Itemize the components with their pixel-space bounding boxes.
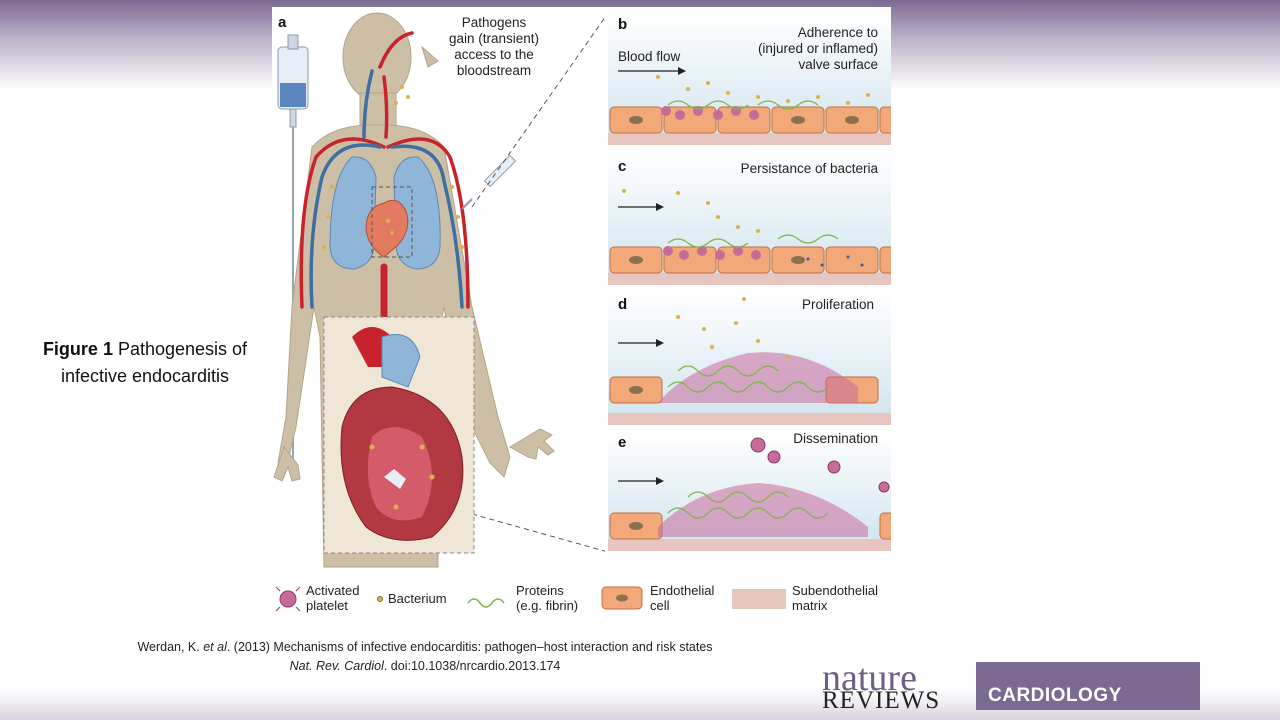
legend-platelet-line-1: Activated [306, 583, 359, 598]
legend-protein-line-2: (e.g. fibrin) [516, 598, 578, 613]
panel-b-letter: b [618, 16, 627, 33]
panel-a-caption-line-3: access to the [454, 47, 534, 62]
panel-e: e Dissemination [608, 431, 891, 551]
panel-a-caption-line-1: Pathogens [462, 15, 527, 30]
heart-icon [365, 199, 409, 258]
citation-doi: . doi:10.1038/nrcardio.2013.174 [383, 659, 561, 673]
panel-e-letter: e [618, 434, 626, 451]
endothelial-cell-icon [601, 586, 643, 610]
panel-d: d Proliferation [608, 291, 891, 425]
panel-c: c Persistance of bacteria [608, 151, 891, 285]
legend-endothelial-line-2: cell [650, 598, 670, 613]
legend-matrix-line-2: matrix [792, 598, 828, 613]
figure: a Pathogens gain (transient) access to t… [272, 7, 891, 621]
citation-journal: Nat. Rev. Cardiol [289, 659, 384, 673]
panel-c-letter: c [618, 158, 626, 175]
syringe-icon [461, 154, 517, 210]
heart-detail-inset [323, 316, 475, 554]
citation-title: . (2013) Mechanisms of infective endocar… [226, 640, 713, 654]
panel-a-illustration: a Pathogens gain (transient) access to t… [272, 7, 605, 621]
citation-line-2: Nat. Rev. Cardiol. doi:10.1038/nrcardio.… [60, 657, 790, 676]
citation: Werdan, K. et al. (2013) Mechanisms of i… [60, 638, 790, 676]
panel-d-letter: d [618, 296, 627, 313]
slide-title-text: Pathogenesis of infective endocarditis [60, 339, 248, 386]
nature-reviews-cardiology-logo: nature REVIEWS CARDIOLOGY [820, 657, 1200, 714]
slide-title-bold: Figure 1 [42, 339, 113, 359]
logo-wordmark: nature REVIEWS [820, 657, 972, 714]
legend-bacterium: Bacterium [388, 591, 447, 606]
panel-b-caption-line-1: Adherence to [798, 25, 878, 40]
protein-icon [467, 598, 505, 608]
lungs-icon [329, 156, 441, 270]
panel-a-letter: a [278, 14, 287, 31]
logo-cardiology: CARDIOLOGY [988, 685, 1122, 706]
citation-authors: Werdan, K. [137, 640, 204, 654]
legend-platelet-line-2: platelet [306, 598, 348, 613]
panel-a-caption-line-2: gain (transient) [449, 31, 539, 46]
slide-title: Figure 1 Pathogenesis of infective endoc… [20, 336, 270, 390]
panel-a-caption-line-4: bloodstream [457, 63, 531, 78]
panel-d-caption-line-1: Proliferation [802, 297, 874, 312]
panel-e-caption-line-1: Dissemination [793, 431, 878, 446]
matrix-icon [732, 589, 786, 609]
platelet-icon [275, 586, 301, 612]
iv-drip-icon [277, 34, 309, 467]
panel-b-caption-line-3: valve surface [798, 57, 878, 72]
logo-nature: nature [822, 657, 917, 699]
panel-b: b Blood flow Adherence to (injured or in… [608, 11, 891, 145]
bloodstream-bacteria [322, 85, 464, 249]
legend-endothelial-line-1: Endothelial [650, 583, 714, 598]
logo-cardiology-box: CARDIOLOGY [976, 662, 1200, 710]
legend: Activated platelet Bacterium Proteins (e… [275, 583, 878, 613]
logo-reviews: REVIEWS [822, 687, 941, 714]
citation-et-al: et al [203, 640, 227, 654]
panel-c-caption-line-1: Persistance of bacteria [741, 161, 879, 176]
blood-vessels-icon [299, 31, 470, 321]
panel-b-caption-line-2: (injured or inflamed) [758, 41, 878, 56]
bacterium-icon [377, 596, 383, 602]
panel-b-flow-label: Blood flow [618, 49, 681, 64]
panels-b-to-e: b Blood flow Adherence to (injured or in… [608, 11, 891, 551]
legend-matrix-line-1: Subendothelial [792, 583, 878, 598]
citation-line-1: Werdan, K. et al. (2013) Mechanisms of i… [60, 638, 790, 657]
legend-protein-line-1: Proteins [516, 583, 564, 598]
